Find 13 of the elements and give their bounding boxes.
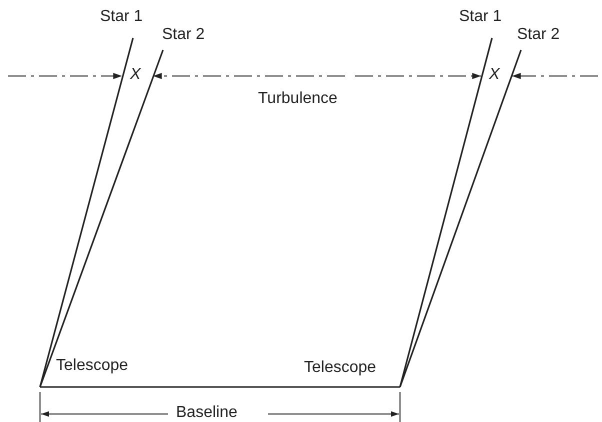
angle-symbol: X bbox=[128, 66, 142, 84]
light-ray bbox=[399, 50, 522, 388]
telescope-label: Telescope bbox=[56, 357, 128, 375]
angle-symbol: X bbox=[488, 66, 501, 84]
star-label: Star 2 bbox=[517, 26, 560, 44]
telescope-label: Telescope bbox=[304, 359, 376, 377]
light-ray bbox=[39, 50, 164, 388]
baseline-line bbox=[40, 386, 400, 388]
star-label: Star 1 bbox=[459, 8, 502, 26]
star-label: Star 1 bbox=[100, 8, 143, 26]
star-label: Star 2 bbox=[162, 26, 205, 44]
light-ray bbox=[39, 38, 134, 388]
light-ray bbox=[399, 38, 493, 388]
